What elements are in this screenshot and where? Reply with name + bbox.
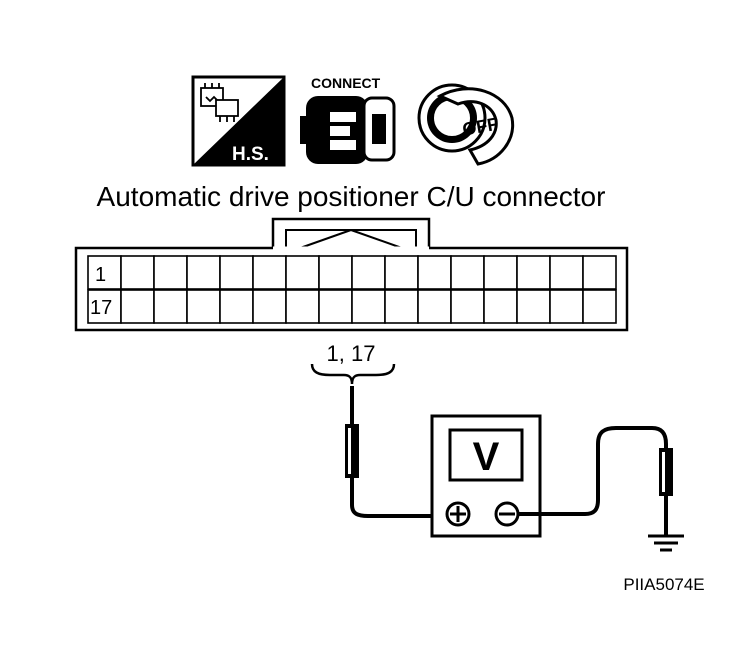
connector-pin-cell	[87, 255, 122, 290]
connector-pin-cell	[417, 255, 452, 290]
connector-pin-cell	[219, 255, 254, 290]
connector-pin-cell	[153, 289, 188, 324]
connector-pin-cell	[483, 255, 518, 290]
voltmeter: V	[430, 414, 542, 538]
connector-pin-cell	[516, 289, 551, 324]
connector-pin-cell	[549, 255, 584, 290]
connector-pin-cell	[120, 255, 155, 290]
positive-probe	[345, 386, 445, 518]
connector-pin-cell	[120, 289, 155, 324]
connector-pin-cell	[582, 289, 617, 324]
connector-pin-cell	[450, 289, 485, 324]
connector-pin-cell	[450, 255, 485, 290]
ground-icon	[648, 534, 684, 552]
connector-title: Automatic drive positioner C/U connector	[97, 181, 606, 212]
connector-pin-cell	[252, 289, 287, 324]
connector-pin-cell	[318, 289, 353, 324]
harness-connector-icon: H.S.	[191, 75, 286, 167]
connector-pin-cell	[417, 289, 452, 324]
harness-label: H.S.	[232, 144, 269, 165]
connector-pin-cell	[384, 289, 419, 324]
positive-terminal-icon	[445, 501, 471, 527]
connector-pin-cell	[186, 289, 221, 324]
connector-diagram: 1 17	[74, 217, 629, 332]
measurement-pins-label: 1, 17	[327, 341, 376, 366]
connector-pin-cell	[549, 289, 584, 324]
connect-label: CONNECT	[311, 75, 381, 91]
connector-pin-cell	[285, 289, 320, 324]
voltmeter-display	[448, 428, 524, 482]
connector-pin-cell	[351, 255, 386, 290]
connector-pin-cell	[582, 255, 617, 290]
connector-pin-cell	[285, 255, 320, 290]
connector-pin-cell	[153, 255, 188, 290]
pin-label-1: 1	[95, 264, 106, 286]
connector-pin-cell	[318, 255, 353, 290]
ignition-off-icon: OFF	[417, 83, 515, 166]
connector-pin-cell	[384, 255, 419, 290]
connector-pin-cell	[252, 255, 287, 290]
connector-pin-cell	[483, 289, 518, 324]
negative-probe	[518, 426, 673, 536]
voltmeter-mode-label: V	[473, 435, 500, 479]
pin-label-17: 17	[90, 297, 112, 319]
reference-code: PIIA5074E	[623, 575, 704, 594]
connect-icon: CONNECT	[300, 75, 396, 164]
negative-terminal-icon	[494, 501, 520, 527]
connector-pin-cell	[186, 255, 221, 290]
connector-pin-cell	[516, 255, 551, 290]
connector-pin-cell	[219, 289, 254, 324]
connector-pin-cell	[351, 289, 386, 324]
connector-pin-grid	[87, 255, 617, 324]
pin-bracket	[310, 363, 396, 385]
